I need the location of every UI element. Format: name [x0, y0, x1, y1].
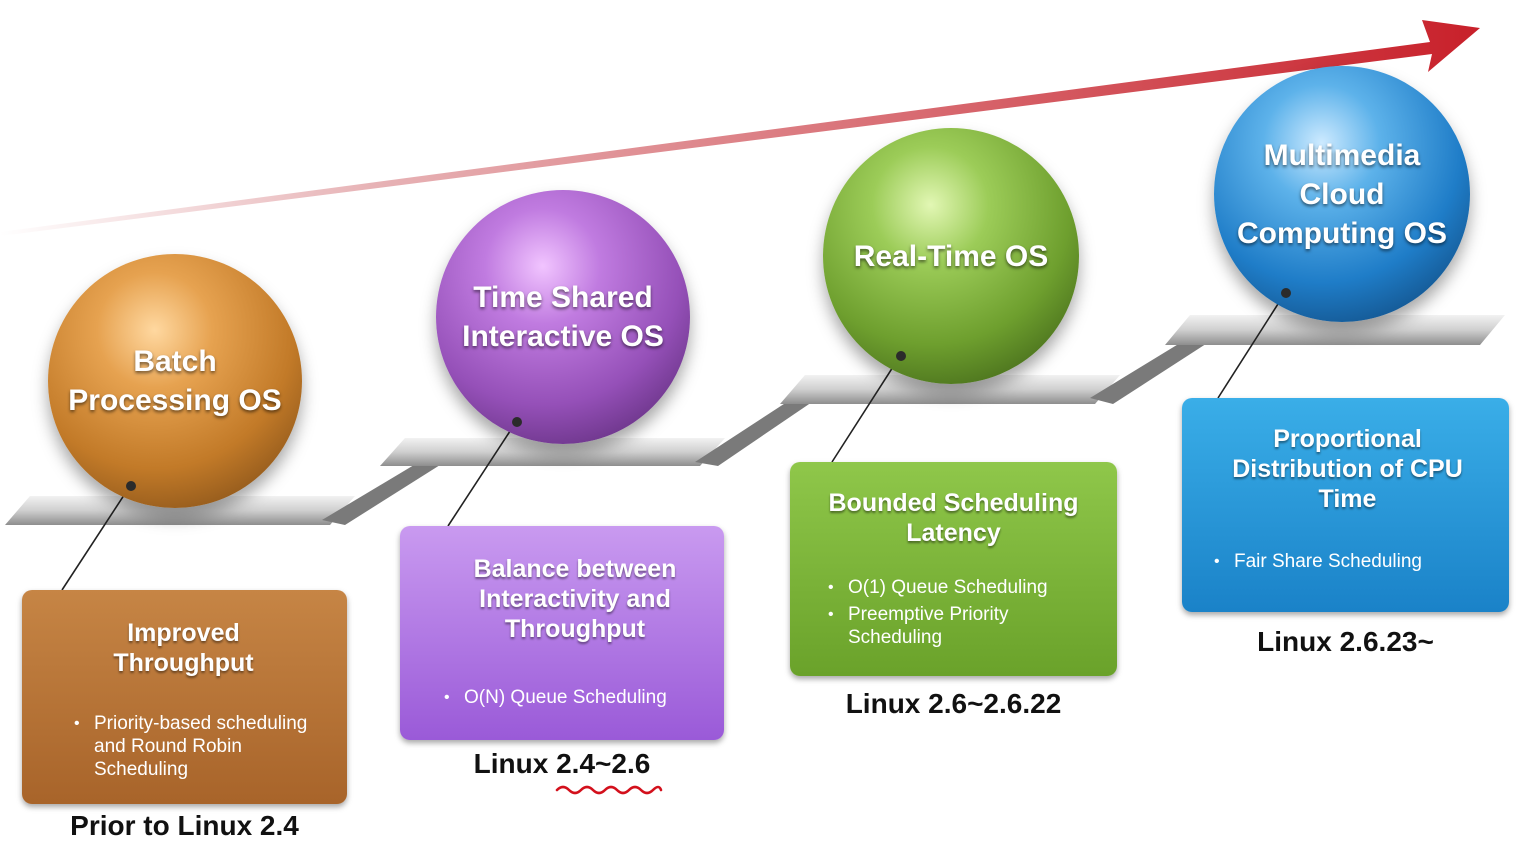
sphere-label: Time Shared Interactive OS [462, 281, 664, 353]
sphere-pin [126, 481, 136, 491]
box-heading: Proportional Distribution of CPU Time [1232, 425, 1463, 513]
bullet-list: Priority-based scheduling and Round Robi… [70, 712, 333, 781]
caption-linux-2-4-2-6: Linux 2.4~2.6 [473, 748, 651, 779]
sphere-label: Multimedia Cloud Computing OS [1237, 138, 1447, 250]
bullet-item: O(N) Queue Scheduling [440, 686, 710, 709]
caption-linux-2-6-2-6-22: Linux 2.6~2.6.22 [845, 688, 1062, 719]
sphere-multimedia-cloud-computing-os: Multimedia Cloud Computing OS [1214, 66, 1470, 322]
sphere-real-time-os: Real-Time OS [823, 128, 1079, 384]
sphere-pin [896, 351, 906, 361]
sphere-label: Batch Processing OS [68, 345, 282, 417]
sphere-pin [1281, 288, 1291, 298]
connector-lines [61, 292, 1286, 591]
bullet-list: O(1) Queue Scheduling Preemptive Priorit… [824, 576, 1103, 649]
bullet-item: O(1) Queue Scheduling [824, 576, 1103, 599]
box-heading: Bounded Scheduling Latency [828, 489, 1079, 547]
sphere-pin [512, 417, 522, 427]
staircase [5, 315, 1505, 525]
bullet-list: Fair Share Scheduling [1210, 550, 1495, 573]
info-box-time-shared: Balance between Interactivity and Throug… [400, 526, 724, 740]
sphere-batch-processing-os: Batch Processing OS [48, 254, 302, 508]
bullet-item: Fair Share Scheduling [1210, 550, 1495, 573]
box-heading: Improved Throughput [113, 619, 254, 677]
caption-prior-to-linux-2-4: Prior to Linux 2.4 [70, 810, 299, 841]
info-box-multimedia: Proportional Distribution of CPU Time Fa… [1182, 398, 1509, 612]
info-box-real-time: Bounded Scheduling Latency O(1) Queue Sc… [790, 462, 1117, 676]
bullet-list: O(N) Queue Scheduling [440, 686, 710, 709]
sphere-label: Real-Time OS [853, 239, 1049, 273]
progress-arrow [0, 20, 1480, 236]
bullet-item: Preemptive Priority Scheduling [824, 603, 1103, 649]
sphere-time-shared-interactive-os: Time Shared Interactive OS [436, 190, 690, 444]
caption-linux-2-6-23: Linux 2.6.23~ [1257, 626, 1434, 657]
info-box-batch: Improved Throughput Priority-based sched… [22, 590, 347, 804]
bullet-item: Priority-based scheduling and Round Robi… [70, 712, 333, 781]
box-heading: Balance between Interactivity and Throug… [473, 555, 677, 643]
annotation-squiggle-version [555, 785, 663, 795]
